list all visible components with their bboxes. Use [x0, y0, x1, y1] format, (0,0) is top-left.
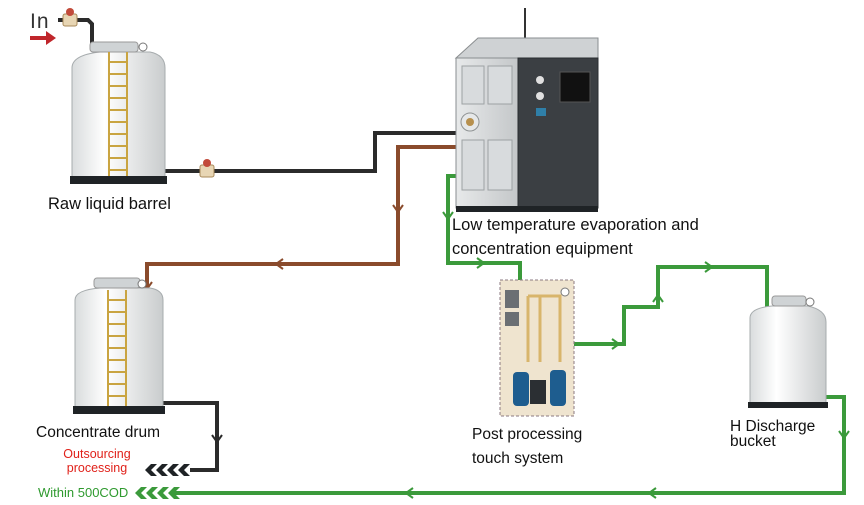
inlet-valve-icon: [62, 8, 78, 27]
outsourcing-pipe: [158, 401, 219, 472]
outsourcing-label-line2: processing: [66, 461, 128, 476]
outsourcing-label: Outsourcing processing: [52, 447, 142, 476]
outsourcing-flow-arrows: [211, 434, 223, 444]
clean-water-flow-arrows: [404, 211, 850, 499]
discharge-bucket-label-line2: bucket: [730, 433, 776, 450]
equipment-label-line2: concentration equipment: [452, 240, 633, 258]
inlet-label: In: [30, 10, 50, 33]
outsourcing-label-line1: Outsourcing: [63, 447, 131, 461]
post-processing-label-line2: touch system: [472, 450, 564, 467]
raw-liquid-barrel-tank: [70, 41, 167, 184]
concentrate-flow-arrows: [141, 204, 404, 291]
discharge-bucket-tank: [748, 295, 828, 408]
concentrate-pipe: [145, 145, 468, 292]
cod-chevron-icon: [135, 487, 180, 499]
clean-water-pipe: [172, 174, 846, 495]
feed-valve-icon: [199, 159, 215, 178]
post-processing-system: [499, 279, 575, 417]
raw-liquid-barrel-label: Raw liquid barrel: [48, 195, 171, 213]
post-processing-label-line1: Post processing: [472, 426, 583, 443]
equipment-label-line1: Low temperature evaporation and: [452, 216, 699, 234]
concentrate-drum-tank: [73, 277, 165, 414]
evaporation-equipment-machine: [454, 8, 599, 212]
ladder-icon: [107, 290, 127, 406]
outsourcing-chevron-icon: [145, 464, 190, 476]
ladder-icon: [108, 52, 128, 176]
feed-pipe: [165, 131, 468, 173]
discharge-bucket-label-line1: H Discharge: [730, 418, 816, 435]
concentrate-drum-label: Concentrate drum: [36, 424, 161, 441]
within-cod-label: Within 500COD: [38, 485, 129, 500]
inlet-arrow-icon: [30, 31, 56, 45]
